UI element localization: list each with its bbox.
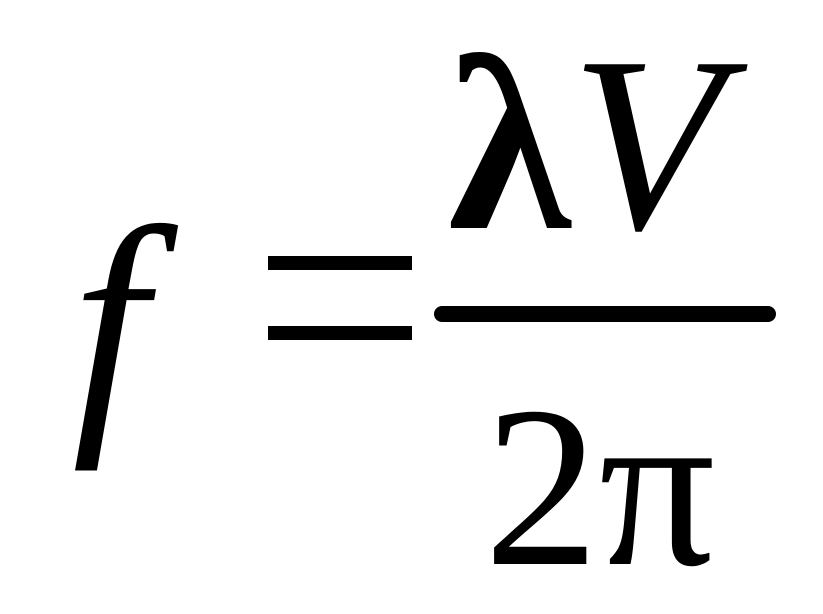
equals-bar-bottom: [268, 326, 412, 340]
fraction-bar: [434, 306, 776, 322]
numerator: λV: [448, 20, 724, 270]
lhs-variable-f: f: [72, 173, 148, 472]
equals-bar-top: [268, 256, 412, 270]
equals-sign: =: [268, 256, 412, 340]
denominator: 2π: [484, 359, 716, 614]
lambda-symbol: λ: [448, 6, 571, 283]
variable-v: V: [570, 6, 724, 283]
